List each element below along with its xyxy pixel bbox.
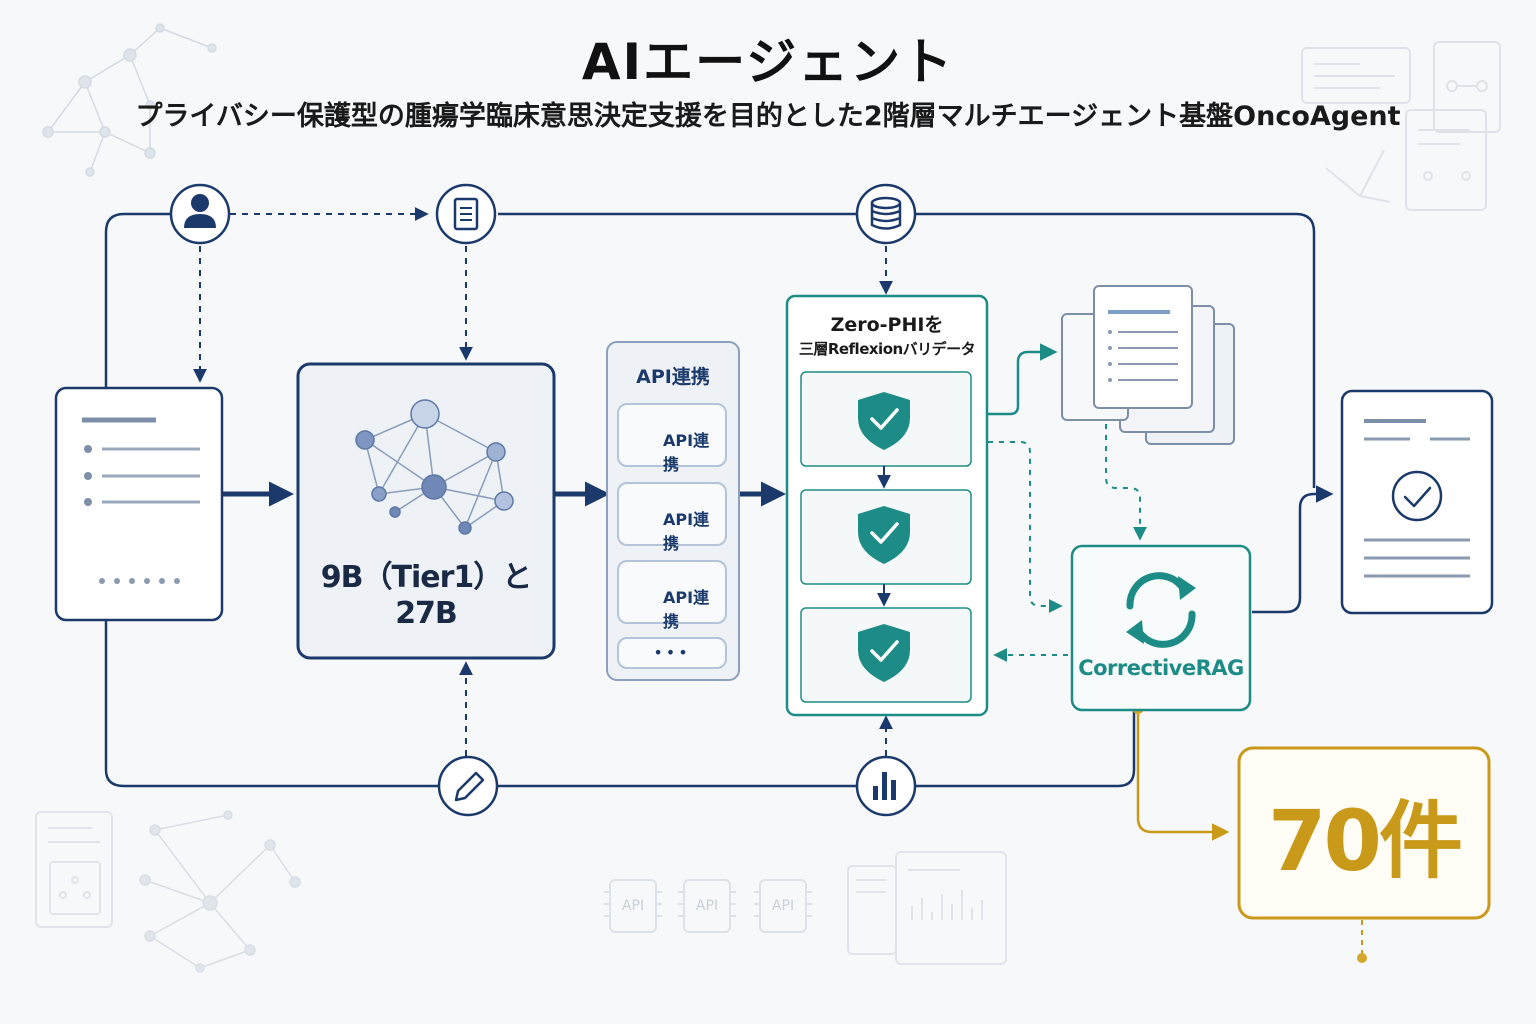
shield-check-icon	[858, 624, 910, 682]
database-node[interactable]	[855, 183, 917, 245]
bg-api-chip: API	[621, 898, 645, 914]
result-box	[1237, 746, 1491, 920]
loop-connectors	[104, 212, 1316, 788]
gold-end-dot	[1357, 953, 1367, 963]
validator-title-line1: Zero-PHIを	[830, 314, 944, 336]
document-node[interactable]	[435, 183, 497, 245]
database-icon	[870, 196, 902, 230]
bg-api-chip: API	[695, 898, 719, 914]
teal-connectors	[988, 343, 1058, 416]
api-item-label: API連携	[663, 431, 710, 474]
retrieved-documents-stack	[1061, 285, 1235, 445]
input-document	[54, 386, 224, 622]
api-panel-title: API連携	[636, 366, 710, 388]
validator-title-line2: 三層Reflexionバリデータ	[798, 340, 976, 358]
corrective-rag-label: CorrectiveRAG	[1078, 656, 1244, 680]
bar-chart-icon	[873, 772, 896, 800]
output-arrow	[1252, 485, 1334, 614]
page-title: AIエージェント	[581, 33, 955, 91]
edit-node[interactable]	[437, 755, 499, 817]
output-document	[1340, 389, 1494, 615]
background-network-bottomleft	[139, 810, 301, 973]
chart-node[interactable]	[855, 755, 917, 817]
dashed-connectors	[193, 207, 893, 756]
api-item-database[interactable]: API連携	[617, 482, 727, 553]
page-subtitle: プライバシー保護型の腫瘍学臨床意思決定支援を目的とした2階層マルチエージェント基…	[135, 101, 1401, 132]
api-item-cloud[interactable]: API連携	[617, 403, 727, 474]
user-node[interactable]	[169, 183, 231, 245]
corrective-rag-box	[1070, 544, 1252, 712]
document-icon	[453, 197, 479, 231]
model-box-label: 9B（Tier1）と27B	[320, 560, 533, 631]
shield-check-icon	[858, 392, 910, 450]
background-document-bottomleft	[35, 811, 113, 928]
api-item-more[interactable]: •••	[617, 637, 727, 669]
api-item-globe[interactable]: API連携	[617, 560, 727, 631]
model-box	[296, 362, 556, 660]
api-item-label: API連携	[663, 588, 710, 631]
background-api-chips	[604, 879, 812, 933]
pencil-icon	[454, 771, 485, 802]
background-chart-documents	[847, 851, 1007, 965]
check-circle-icon	[1391, 470, 1443, 522]
more-dots: •••	[653, 643, 691, 662]
shield-check-icon	[858, 506, 910, 564]
user-icon	[191, 194, 209, 212]
background-documents-topright	[1301, 41, 1501, 211]
api-item-label: API連携	[663, 510, 710, 553]
background-network-topleft	[42, 23, 217, 177]
gold-connector	[1136, 710, 1363, 954]
teal-dashed-connectors	[988, 424, 1147, 662]
result-value: 70件	[1268, 792, 1463, 890]
refresh-icon	[1126, 572, 1196, 648]
bg-api-chip: API	[771, 898, 795, 914]
